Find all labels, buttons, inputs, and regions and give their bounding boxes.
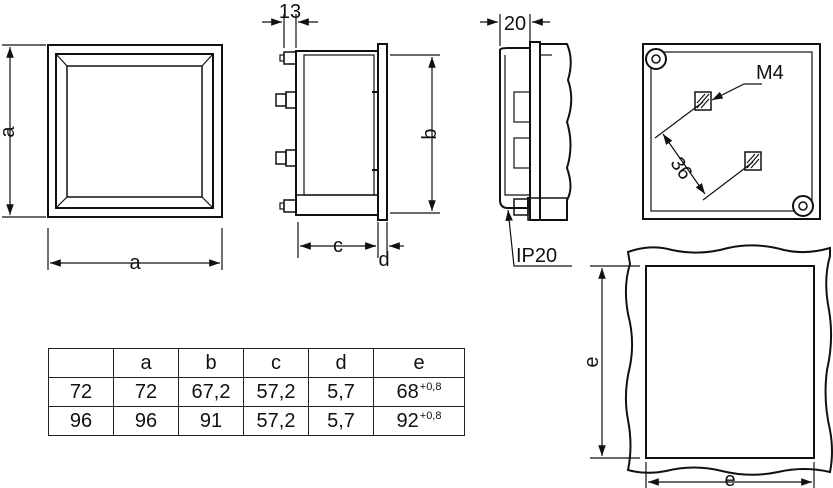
ip20-leader <box>505 209 572 267</box>
label-20: 20 <box>504 13 526 35</box>
table-row: 96 96 91 57,2 5,7 92+0,8 <box>48 406 465 436</box>
dimension-36 <box>654 101 754 201</box>
table-header-cell <box>48 348 114 378</box>
panel-cutout-view <box>624 244 833 476</box>
table-row: 72 72 67,2 57,2 5,7 68+0,8 <box>48 377 465 407</box>
table-cell-b: 91 <box>178 406 244 436</box>
e-value: 92 <box>396 409 419 432</box>
table-cell-c: 57,2 <box>243 377 309 407</box>
label-m4: M4 <box>756 62 784 84</box>
label-ip20: IP20 <box>516 245 557 267</box>
e-value: 68 <box>396 380 419 403</box>
dimension-e-horizontal <box>645 462 815 488</box>
label-a-side: a <box>0 126 19 138</box>
table-cell-d: 5,7 <box>308 377 374 407</box>
table-cell-size: 72 <box>48 377 114 407</box>
table-cell-e: 68+0,8 <box>373 377 465 407</box>
table-header-cell: a <box>113 348 179 378</box>
dimension-c-d <box>297 222 404 258</box>
dimensions-table: a b c d e 72 72 67,2 57,2 5,7 68+0,8 96 … <box>48 348 465 436</box>
table-cell-e: 92+0,8 <box>373 406 465 436</box>
front-view <box>47 44 223 218</box>
dimension-a-horizontal <box>47 228 223 270</box>
table-header-cell: c <box>243 348 309 378</box>
rear-view <box>642 43 821 220</box>
table-header-cell: d <box>308 348 374 378</box>
label-b: b <box>419 128 441 139</box>
side-view <box>275 43 388 221</box>
ip20-section-view <box>499 41 573 221</box>
table-header-cell: b <box>178 348 244 378</box>
dimension-e-vertical <box>590 265 640 459</box>
e-tolerance: +0,8 <box>419 380 442 393</box>
label-c: c <box>333 235 343 257</box>
table-cell-size: 96 <box>48 406 114 436</box>
table-header-row: a b c d e <box>48 348 465 378</box>
dimension-a-vertical <box>2 44 46 218</box>
dimension-b <box>390 54 440 214</box>
m4-leader <box>711 83 762 101</box>
table-cell-a: 96 <box>113 406 179 436</box>
label-13: 13 <box>279 1 301 23</box>
table-cell-d: 5,7 <box>308 406 374 436</box>
e-tolerance: +0,8 <box>419 409 442 422</box>
label-e-side: e <box>581 356 603 367</box>
label-d: d <box>378 249 389 271</box>
table-cell-c: 57,2 <box>243 406 309 436</box>
table-header-cell: e <box>373 348 465 378</box>
dimension-20 <box>480 14 550 46</box>
table-cell-b: 67,2 <box>178 377 244 407</box>
label-e-bottom: e <box>724 469 735 488</box>
label-a-bottom: a <box>129 252 141 274</box>
dimension-13 <box>262 14 318 48</box>
table-cell-a: 72 <box>113 377 179 407</box>
